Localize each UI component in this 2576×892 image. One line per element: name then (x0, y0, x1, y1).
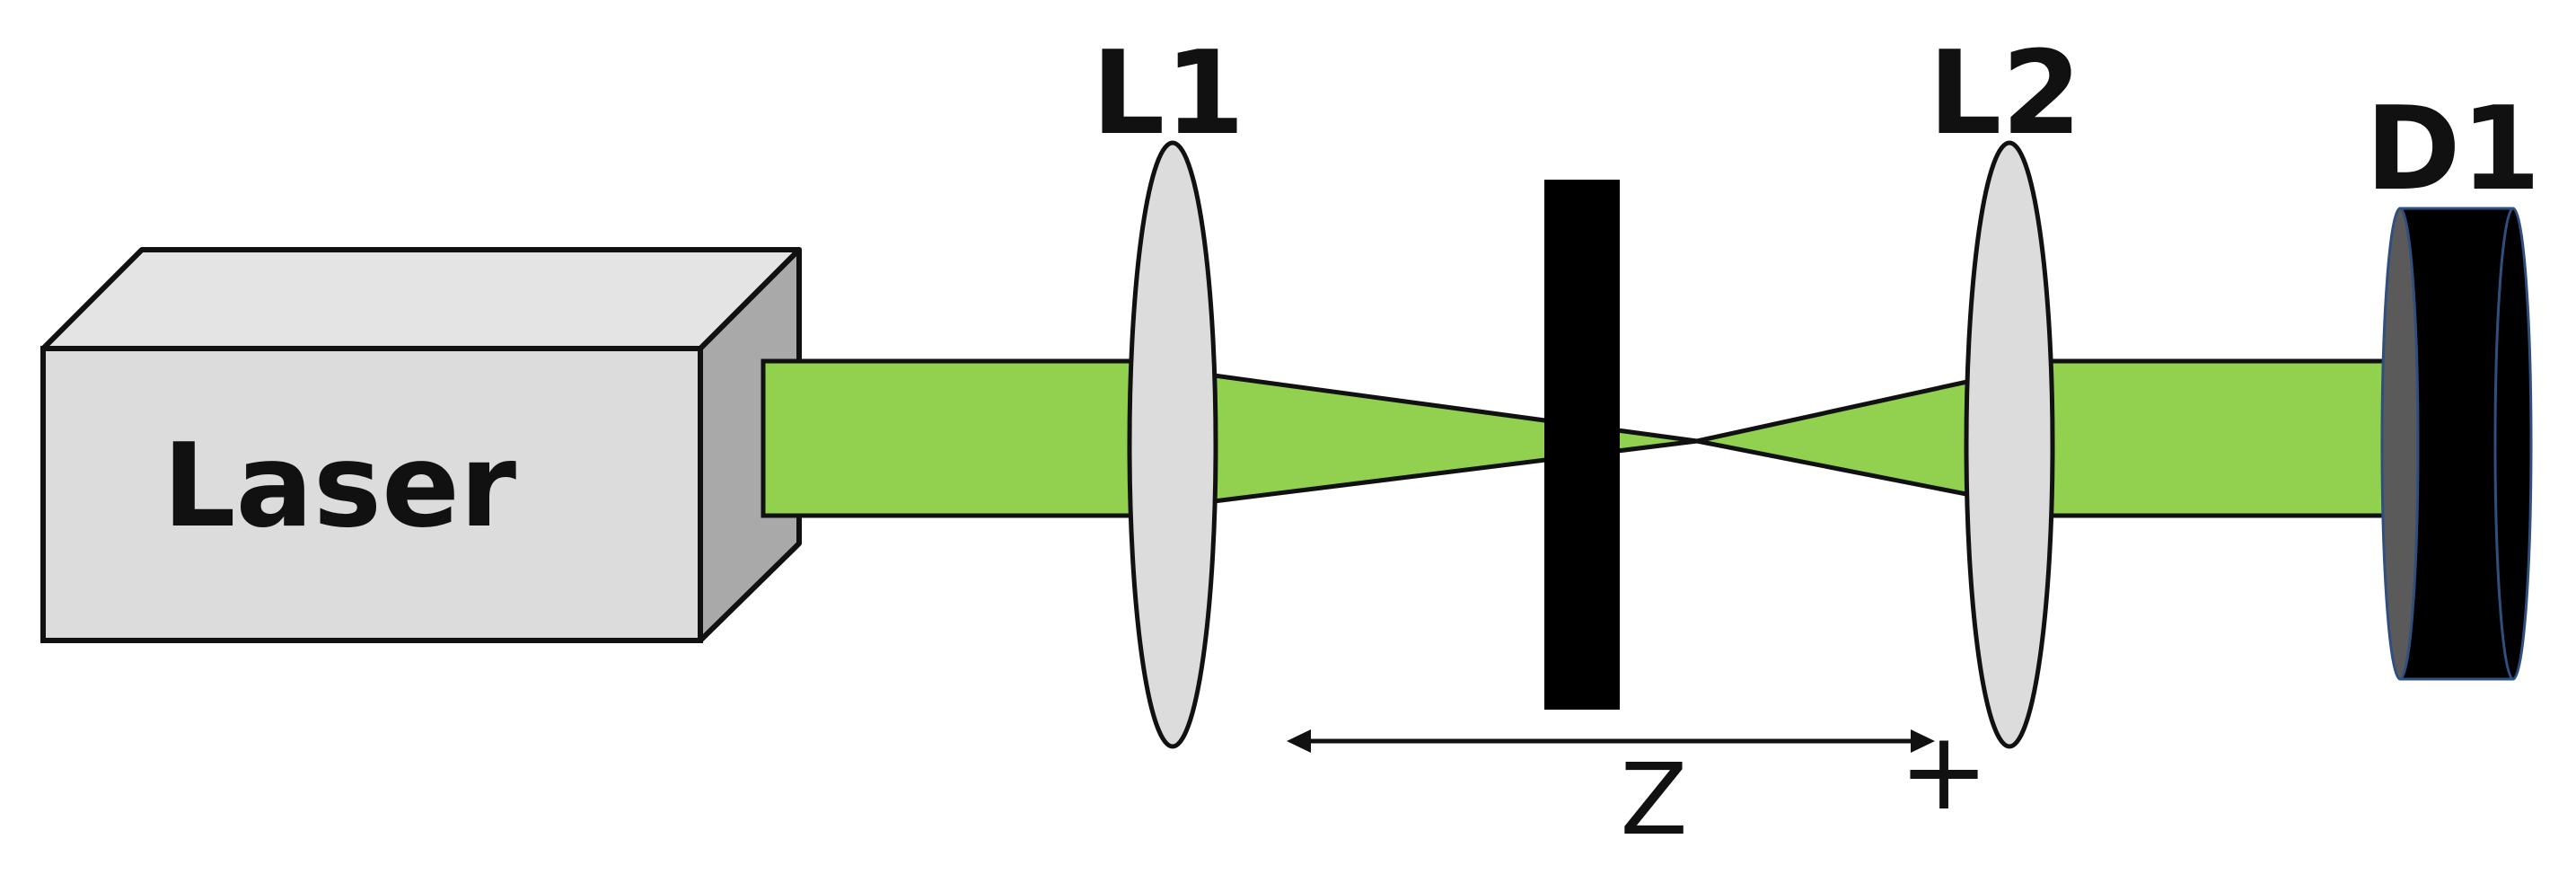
detector-label: D1 (2365, 83, 2540, 216)
arrowhead-right-icon (1911, 729, 1935, 753)
lens-l2-label: L2 (1929, 27, 2082, 161)
arrowhead-left-icon (1287, 729, 1311, 753)
input-beam (760, 358, 1134, 518)
diverging-beam (1696, 376, 1978, 499)
laser-front-face (40, 346, 703, 643)
laser-top-face (40, 247, 802, 351)
positive-direction-label: + (1899, 710, 1990, 835)
photodetector-icon (2380, 207, 2533, 681)
laser-box-icon (40, 247, 802, 643)
detector-front-face (2380, 207, 2420, 681)
lens-l1-icon (1127, 140, 1218, 749)
laser-label: Laser (163, 420, 516, 553)
scan-axis-label: Z (1620, 742, 1687, 857)
lens-l2-icon (1964, 140, 2055, 749)
focusing-beam (1211, 373, 1698, 504)
sample-slab-icon (1544, 180, 1620, 710)
output-beam (2009, 358, 2391, 518)
scan-axis-arrow (1287, 729, 1935, 753)
detector-back-face (2493, 207, 2533, 681)
lens-l1-label: L1 (1092, 27, 1245, 161)
